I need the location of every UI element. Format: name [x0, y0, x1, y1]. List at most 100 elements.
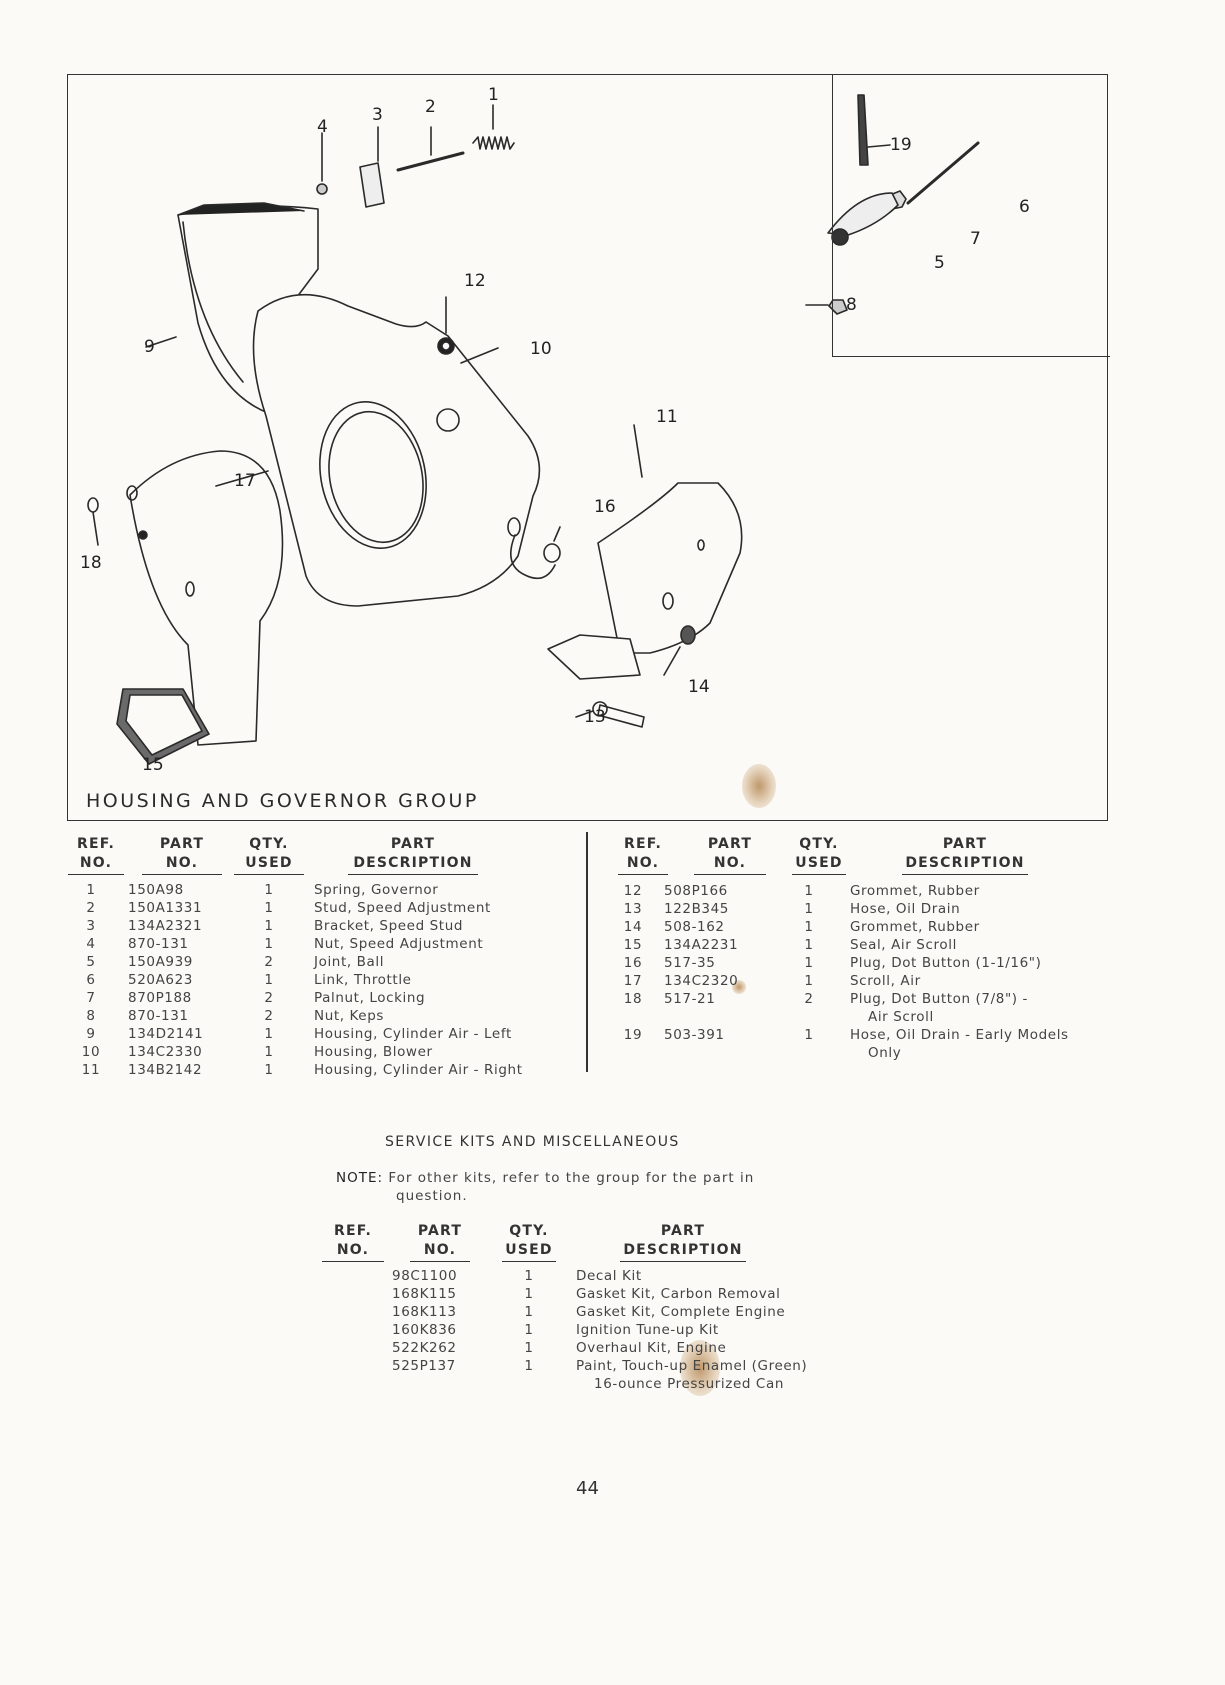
part-no: 525P137: [392, 1358, 456, 1374]
callout-14: 14: [688, 677, 710, 697]
header-part-no: PART NO.: [410, 1222, 470, 1262]
callout-3: 3: [372, 105, 383, 125]
qty-used: 2: [264, 990, 274, 1006]
part-description: Gasket Kit, Complete Engine: [576, 1304, 786, 1320]
qty-used: 1: [524, 1304, 534, 1320]
part-no: 168K113: [392, 1304, 457, 1320]
ref-no: 15: [623, 937, 643, 953]
ref-no: 5: [86, 954, 96, 970]
page-stain: [732, 980, 746, 994]
part-description: Housing, Cylinder Air - Right: [314, 1062, 523, 1078]
note-text: For other kits, refer to the group for t…: [388, 1170, 755, 1186]
part-no: 870P188: [128, 990, 192, 1006]
callout-16: 16: [594, 497, 616, 517]
qty-used: 1: [524, 1268, 534, 1284]
callout-13: 13: [584, 707, 606, 727]
part-no: 122B345: [664, 901, 729, 917]
part-description: Housing, Blower: [314, 1044, 433, 1060]
service-note: NOTE: For other kits, refer to the group…: [336, 1169, 816, 1205]
part-description: Palnut, Locking: [314, 990, 426, 1006]
qty-used: 2: [264, 954, 274, 970]
callout-4: 4: [317, 117, 328, 137]
qty-used: 1: [804, 955, 814, 971]
ref-no: 7: [86, 990, 96, 1006]
table-row-continuation: Only: [618, 1045, 1138, 1063]
part-description-cont: 16-ounce Pressurized Can: [594, 1376, 784, 1392]
ref-no: 10: [81, 1044, 101, 1060]
qty-used: 1: [264, 1026, 274, 1042]
qty-used: 1: [264, 1062, 274, 1078]
qty-used: 1: [264, 972, 274, 988]
header-part-no: PART NO.: [694, 835, 766, 875]
qty-used: 1: [524, 1340, 534, 1356]
table-row: 168K113 1 Gasket Kit, Complete Engine: [322, 1304, 862, 1322]
header-ref-no: REF. NO.: [618, 835, 668, 875]
callout-11: 11: [656, 407, 678, 427]
ref-no: 3: [86, 918, 96, 934]
part-no: 517-21: [664, 991, 716, 1007]
part-description: Joint, Ball: [314, 954, 385, 970]
part-description: Stud, Speed Adjustment: [314, 900, 491, 916]
callout-9: 9: [144, 337, 155, 357]
ref-no: 2: [86, 900, 96, 916]
qty-used: 1: [804, 1027, 814, 1043]
qty-used: 1: [524, 1322, 534, 1338]
ref-no: 14: [623, 919, 643, 935]
part-no: 134C2330: [128, 1044, 203, 1060]
header-part-no: PART NO.: [142, 835, 222, 875]
part-description: Nut, Speed Adjustment: [314, 936, 484, 952]
part-no: 508P166: [664, 883, 728, 899]
qty-used: 1: [264, 1044, 274, 1060]
header-part-description: PART DESCRIPTION: [620, 1222, 746, 1262]
service-kits-title: SERVICE KITS AND MISCELLANEOUS: [385, 1134, 680, 1150]
qty-used: 2: [264, 1008, 274, 1024]
part-no: 98C1100: [392, 1268, 458, 1284]
qty-used: 2: [804, 991, 814, 1007]
callout-5: 5: [934, 253, 945, 273]
qty-used: 1: [264, 936, 274, 952]
part-description-cont: Air Scroll: [868, 1009, 934, 1025]
header-ref-no: REF. NO.: [322, 1222, 384, 1262]
part-no: 150A98: [128, 882, 184, 898]
ref-no: 17: [623, 973, 643, 989]
housing-governor-illustration: [87, 94, 980, 765]
table-row: 5 150A939 2 Joint, Ball: [66, 954, 586, 972]
inset-panel: [832, 74, 1110, 357]
note-text-continued: question.: [396, 1188, 468, 1204]
part-no: 134A2231: [664, 937, 739, 953]
callout-17: 17: [234, 471, 256, 491]
part-no: 134C2320: [664, 973, 739, 989]
header-qty-used: QTY. USED: [234, 835, 304, 875]
part-no: 522K262: [392, 1340, 457, 1356]
ref-no: 19: [623, 1027, 643, 1043]
part-no: 520A623: [128, 972, 193, 988]
qty-used: 1: [264, 918, 274, 934]
diagram-title: HOUSING AND GOVERNOR GROUP: [86, 790, 479, 812]
callout-19: 19: [890, 135, 912, 155]
callout-6: 6: [1019, 197, 1030, 217]
page-stain: [742, 764, 776, 808]
part-no: 503-391: [664, 1027, 725, 1043]
part-description: Bracket, Speed Stud: [314, 918, 464, 934]
ref-no: 16: [623, 955, 643, 971]
ref-no: 12: [623, 883, 643, 899]
header-part-description: PART DESCRIPTION: [902, 835, 1028, 875]
part-no: 134B2142: [128, 1062, 203, 1078]
part-no: 150A939: [128, 954, 193, 970]
